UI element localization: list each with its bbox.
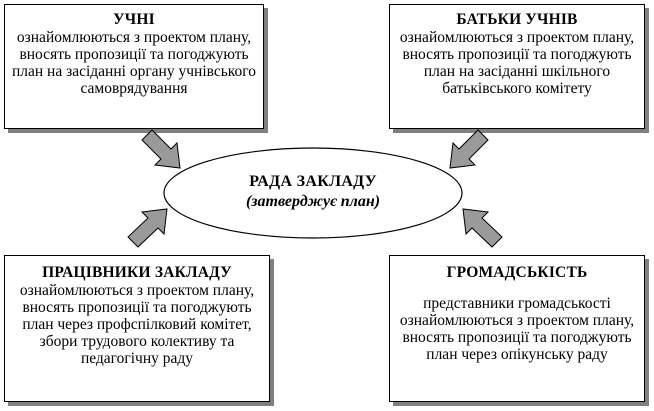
node-staff: ПРАЦІВНИКИ ЗАКЛАДУ ознайомлюються з прое…	[4, 255, 270, 402]
arrow-community-to-council	[462, 208, 503, 248]
council-subtitle: (затверджує план)	[245, 193, 381, 210]
node-students: УЧНІ ознайомлюються з проектом плану, вн…	[4, 4, 264, 129]
council-title: РАДА ЗАКЛАДУ	[249, 173, 377, 190]
node-staff-text: ознайомлюються з проектом плану, вносять…	[19, 282, 255, 367]
node-parents: БАТЬКИ УЧНІВ ознайомлюються з проектом п…	[389, 4, 645, 129]
node-staff-title: ПРАЦІВНИКИ ЗАКЛАДУ	[42, 264, 232, 281]
node-community-text: представники громадськості ознайомлюютьс…	[399, 295, 635, 363]
node-students-text: ознайомлюються з проектом плану, вносять…	[11, 29, 257, 97]
node-students-title: УЧНІ	[113, 11, 155, 28]
node-parents-title: БАТЬКИ УЧНІВ	[456, 11, 578, 28]
council-node: РАДА ЗАКЛАДУ (затверджує план)	[162, 172, 464, 212]
council-ellipse	[163, 147, 463, 239]
node-community-title: ГРОМАДСЬКІСТЬ	[446, 264, 588, 281]
node-community: ГРОМАДСЬКІСТЬ представники громадськості…	[389, 255, 645, 402]
node-parents-text: ознайомлюються з проектом плану, вносять…	[399, 29, 635, 97]
